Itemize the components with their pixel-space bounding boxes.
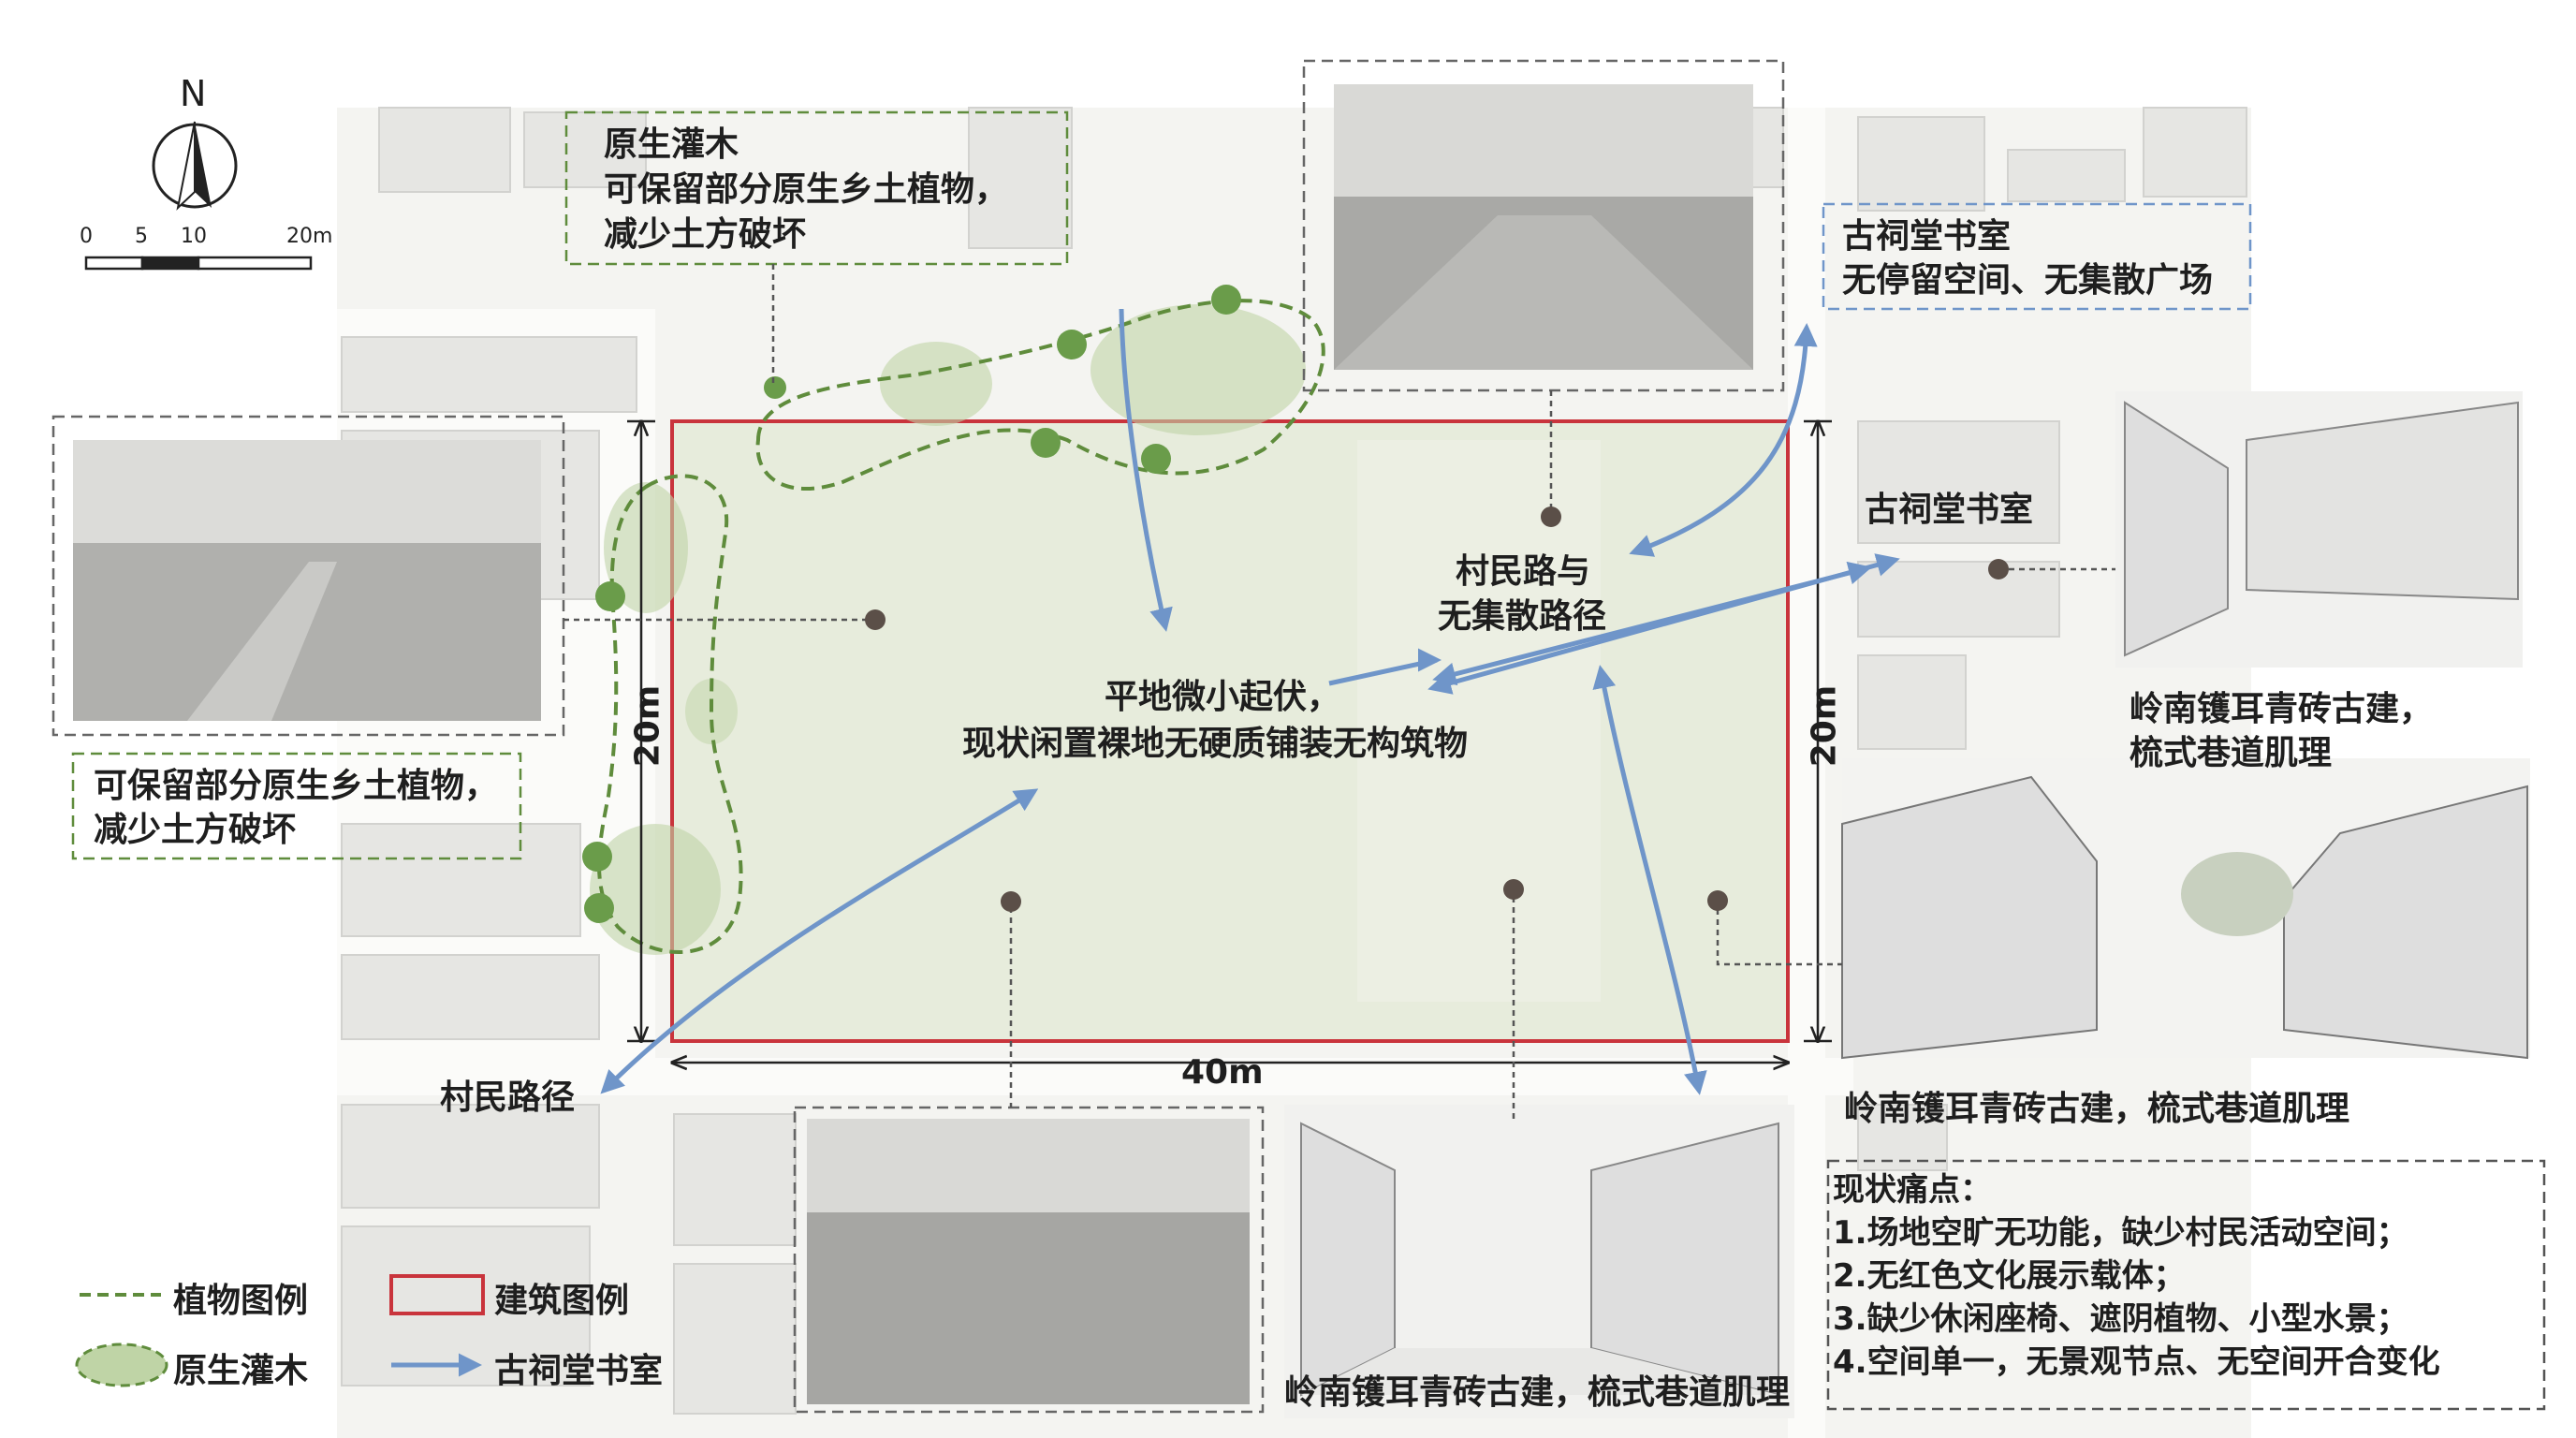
pain-point-item: 3.缺少休闲座椅、遮阴植物、小型水景；	[1833, 1300, 2408, 1338]
legend-hall-label: 古祠堂书室	[494, 1352, 664, 1390]
photo-callouts	[51, 59, 2530, 1418]
legend-shrub-icon	[75, 1343, 168, 1387]
pain-point-item: 1.场地空旷无功能，缺少村民活动空间；	[1833, 1214, 2408, 1252]
legend-symbols	[75, 1274, 485, 1387]
site-dots	[865, 506, 2009, 912]
legend-building-icon	[389, 1274, 485, 1315]
callout-boxes	[71, 110, 2546, 1411]
arrow-hall-to-center	[1432, 561, 1872, 686]
ancestral-hall-right-label: 古祠堂书室	[1865, 491, 2034, 529]
scale-tick-0: 0	[80, 225, 93, 248]
arrow-diagonal-sw	[600, 788, 1039, 1094]
scale-tick-10: 10	[181, 225, 207, 248]
lingnan-right-bottom-label: 岭南镬耳青砖古建，梳式巷道肌理	[1844, 1090, 2350, 1128]
arrow-to-hall-top	[1629, 323, 1818, 557]
legend-plant-label: 植物图例	[173, 1282, 309, 1320]
scale-bar	[84, 256, 313, 271]
legend-building-label: 建筑图例	[494, 1282, 630, 1320]
pain-point-item: 4.空间单一，无景观节点、无空间开合变化	[1833, 1343, 2440, 1381]
height-dimension-left-label: 20m	[628, 684, 667, 768]
width-dimension-label: 40m	[1181, 1053, 1264, 1092]
height-dimension-right-label: 20m	[1805, 684, 1844, 768]
north-arrow-icon	[152, 121, 238, 211]
north-label: N	[180, 73, 207, 114]
legend-shrub-label: 原生灌木	[173, 1352, 309, 1390]
arrow-south	[1592, 665, 1707, 1095]
pain-points-title: 现状痛点：	[1833, 1171, 1992, 1209]
lingnan-bottom-label: 岭南镬耳青砖古建，梳式巷道肌理	[1284, 1373, 1791, 1412]
arrow-north-entry	[1119, 308, 1173, 632]
scale-tick-20m: 20m	[286, 225, 333, 248]
scale-tick-5: 5	[135, 225, 148, 248]
villager-road-label: 村民路径	[440, 1078, 576, 1117]
pain-point-item: 2.无红色文化展示载体；	[1833, 1257, 2186, 1295]
pain-points-panel: 现状痛点： 1.场地空旷无功能，缺少村民活动空间； 2.无红色文化展示载体； 3…	[1833, 1168, 2533, 1384]
shrub-cluster-top	[755, 285, 1325, 492]
leader-lines	[564, 264, 2115, 1123]
